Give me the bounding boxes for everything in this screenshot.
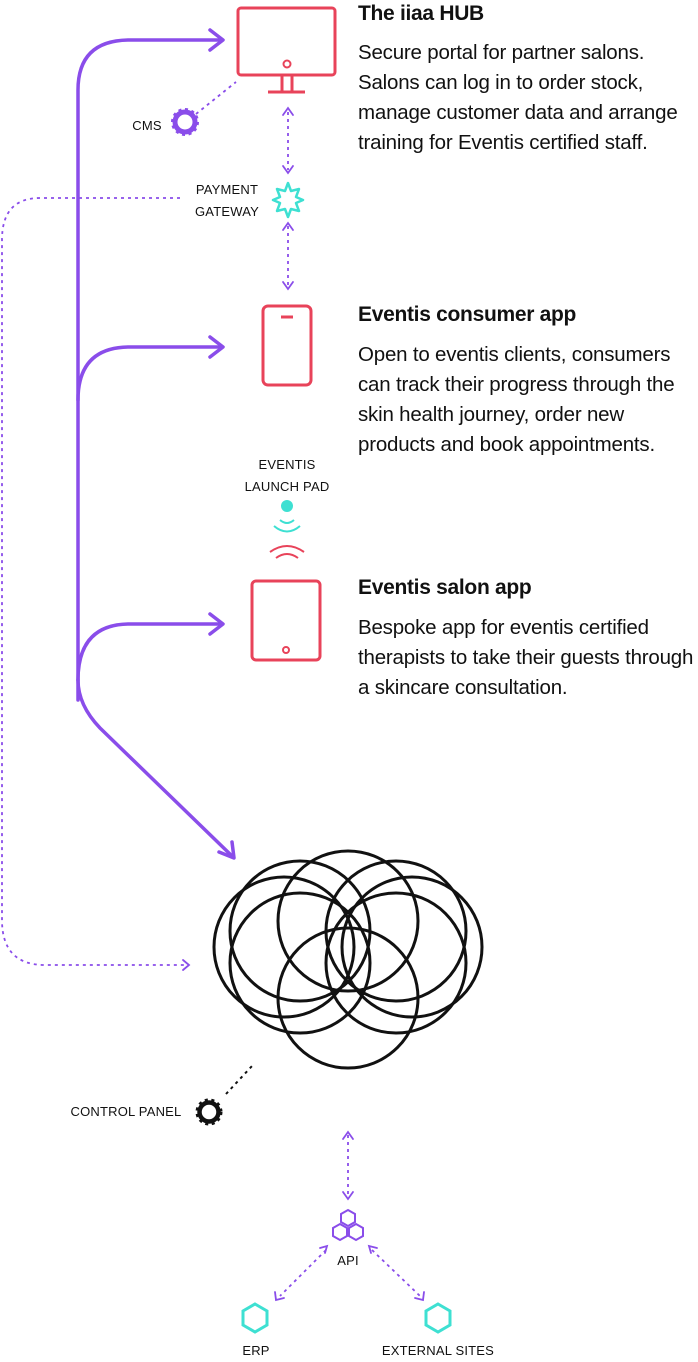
- arrowheads: [208, 28, 236, 860]
- arrowhead-salon: [208, 612, 225, 636]
- cms-label: CMS: [132, 118, 162, 133]
- launch-pad-label: EVENTIS LAUNCH PAD: [244, 457, 330, 494]
- control-panel-label: CONTROL PANEL: [70, 1104, 182, 1119]
- payment-gateway-star-icon: [271, 181, 305, 219]
- trunk-line: [76, 38, 224, 702]
- api-to-erp-dotted: [279, 1249, 327, 1297]
- launch-pad-signal-icon: [269, 500, 305, 559]
- tablet-icon: [250, 579, 322, 662]
- phone-icon: [261, 304, 313, 387]
- api-to-external-dotted: [371, 1249, 421, 1297]
- platform-flower-logo: [212, 849, 484, 1070]
- salon-app-title: Eventis salon app: [358, 576, 532, 599]
- arrowhead-hub: [208, 28, 225, 52]
- arrowhead-platform: [217, 840, 236, 860]
- consumer-app-title: Eventis consumer app: [358, 303, 577, 326]
- control-panel-gear-icon: [195, 1098, 223, 1126]
- payment-gateway-label: PAYMENT GATEWAY: [195, 182, 259, 219]
- external-sites-label: EXTERNAL SITES: [381, 1343, 495, 1358]
- salon-app-description: Bespoke app for eventis certified therap…: [358, 616, 694, 699]
- monitor-icon: [236, 6, 337, 94]
- api-hexagons-icon: [332, 1208, 364, 1242]
- connector-lines: [76, 38, 234, 858]
- cms-to-hub-dotted: [195, 81, 237, 115]
- control-panel-dotted: [225, 1065, 253, 1095]
- hub-title: The iiaa HUB: [358, 2, 484, 25]
- branch-to-platform: [76, 678, 234, 858]
- dotted-connectors: [1, 81, 421, 1297]
- api-label: API: [337, 1253, 359, 1268]
- external-sites-hexagon-icon: [424, 1302, 452, 1334]
- branch-to-salon-app: [76, 622, 224, 682]
- erp-hexagon-icon: [241, 1302, 269, 1334]
- dotted-arrowheads: [182, 106, 425, 1302]
- consumer-app-description: Open to eventis clients, consumers can t…: [358, 343, 675, 456]
- hub-description: Secure portal for partner salons. Salons…: [358, 41, 678, 154]
- payment-to-platform-dotted: [1, 197, 186, 966]
- branch-to-consumer-app: [76, 345, 224, 402]
- cms-gear-icon: [171, 108, 199, 136]
- erp-label: ERP: [242, 1343, 270, 1358]
- arrowhead-consumer: [208, 335, 225, 359]
